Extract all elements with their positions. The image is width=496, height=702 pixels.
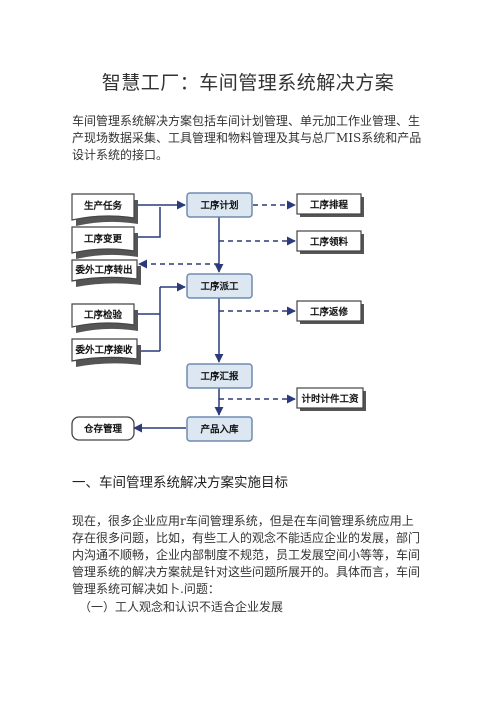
warehouse-label: 仓存管理: [83, 423, 123, 435]
output-box-material: 工序领料: [296, 230, 364, 254]
outsource-out-label: 委外工序转出: [74, 264, 132, 276]
doc-box-inspect: 工序检验: [71, 303, 138, 333]
section-heading: 一、车间管理系统解决方案实施目标: [72, 475, 288, 491]
schedule-label: 工序排程: [310, 199, 349, 211]
intro-paragraph: 车间管理系统解决方案包括车间计划管理、单元加工作业管理、生产现场数据采集、工具管…: [72, 114, 422, 162]
output-box-rework: 工序返修: [296, 300, 364, 324]
outsource-in-label: 委外工序接收: [74, 344, 133, 356]
output-box-schedule: 工序排程: [296, 193, 364, 217]
doc-box-outsource-in: 委外工序接收: [71, 338, 141, 367]
inspect-label: 工序检验: [84, 309, 123, 321]
subheading: （一）工人观念和认识不适合企业发展: [79, 600, 284, 614]
change-label: 工序变更: [84, 233, 123, 245]
dispatch-label: 工序派工: [200, 281, 239, 293]
wage-label: 计时计件工资: [301, 393, 359, 405]
process-box-dispatch: 工序派工: [186, 273, 253, 299]
rework-label: 工序返修: [310, 306, 349, 318]
document-title: 智慧工厂：车间管理系统解决方案: [101, 72, 395, 94]
storage-in-label: 产品入库: [200, 424, 239, 436]
doc-box-outsource-out: 委外工序转出: [71, 259, 141, 287]
material-label: 工序领料: [310, 236, 349, 248]
report-label: 工序汇报: [200, 371, 239, 383]
body-paragraph: 现在，很多企业应用r车间管理系统，但是在车间管理系统应用上存在很多问题，比如，有…: [72, 514, 421, 596]
process-box-report: 工序汇报: [186, 363, 253, 389]
doc-box-change: 工序变更: [71, 226, 138, 259]
arrow-change-plan: [134, 207, 161, 238]
process-box-storage-in: 产品入库: [186, 416, 253, 442]
warehouse-box: 仓存管理: [71, 416, 135, 441]
plan-label: 工序计划: [200, 200, 238, 212]
process-box-plan: 工序计划: [186, 192, 253, 218]
task-label: 生产任务: [84, 200, 123, 212]
output-box-wage: 计时计件工资: [296, 387, 366, 411]
doc-box-task: 生产任务: [71, 193, 138, 226]
